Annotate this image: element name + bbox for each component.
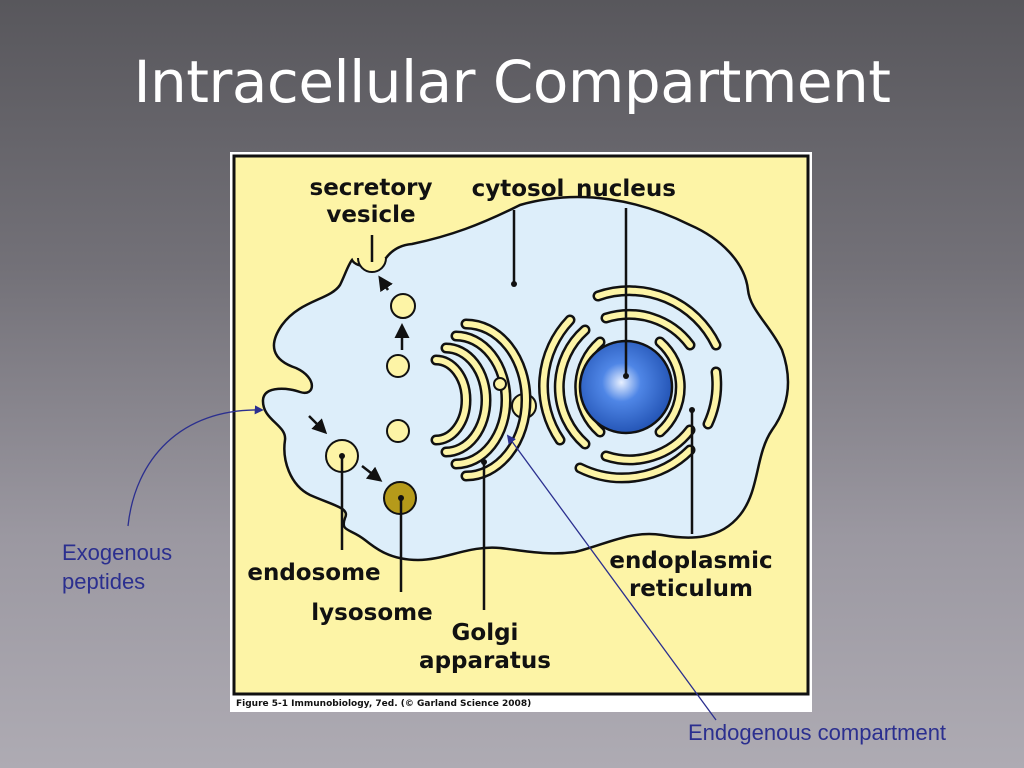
pointer-dot — [689, 407, 695, 413]
label-vesicle: vesicle — [326, 202, 415, 228]
vesicle — [386, 354, 410, 378]
label-endosome: endosome — [247, 560, 380, 586]
exogenous-line2: peptides — [62, 569, 146, 594]
slide-title: Intracellular Compartment — [133, 48, 891, 116]
arrow — [308, 415, 328, 435]
secretory-vesicle — [357, 257, 387, 273]
label-apparatus: apparatus — [419, 648, 551, 674]
pointer-dot — [623, 373, 629, 379]
exogenous-annotation: Exogenous peptides — [62, 538, 172, 596]
label-nucleus: nucleus — [576, 176, 676, 202]
endoplasmic-reticulum — [538, 285, 723, 484]
exogenous-arrow — [127, 405, 264, 527]
label-pointers — [340, 208, 694, 610]
vesicle — [386, 419, 410, 443]
vesicle — [493, 377, 507, 391]
label-reticulum: reticulum — [629, 576, 753, 602]
arrow — [378, 275, 393, 293]
arrow — [361, 465, 383, 482]
figure-caption: Figure 5-1 Immunobiology, 7ed. (© Garlan… — [236, 699, 531, 709]
pointer-dot — [339, 453, 345, 459]
label-endoplasmic: endoplasmic — [609, 548, 772, 574]
endogenous-arrow — [506, 434, 717, 721]
exogenous-line1: Exogenous — [62, 540, 173, 565]
golgi-apparatus — [430, 318, 532, 482]
pointer-dot — [511, 281, 517, 287]
endogenous-annotation: Endogenous compartment — [688, 720, 947, 745]
label-secretory: secretory — [310, 175, 433, 201]
label-cytosol: cytosol — [472, 176, 565, 202]
vesicle — [390, 293, 416, 319]
pointer-dot — [398, 495, 404, 501]
label-golgi: Golgi — [452, 620, 519, 646]
pointer-dot — [481, 459, 487, 465]
label-lysosome: lysosome — [311, 600, 432, 626]
